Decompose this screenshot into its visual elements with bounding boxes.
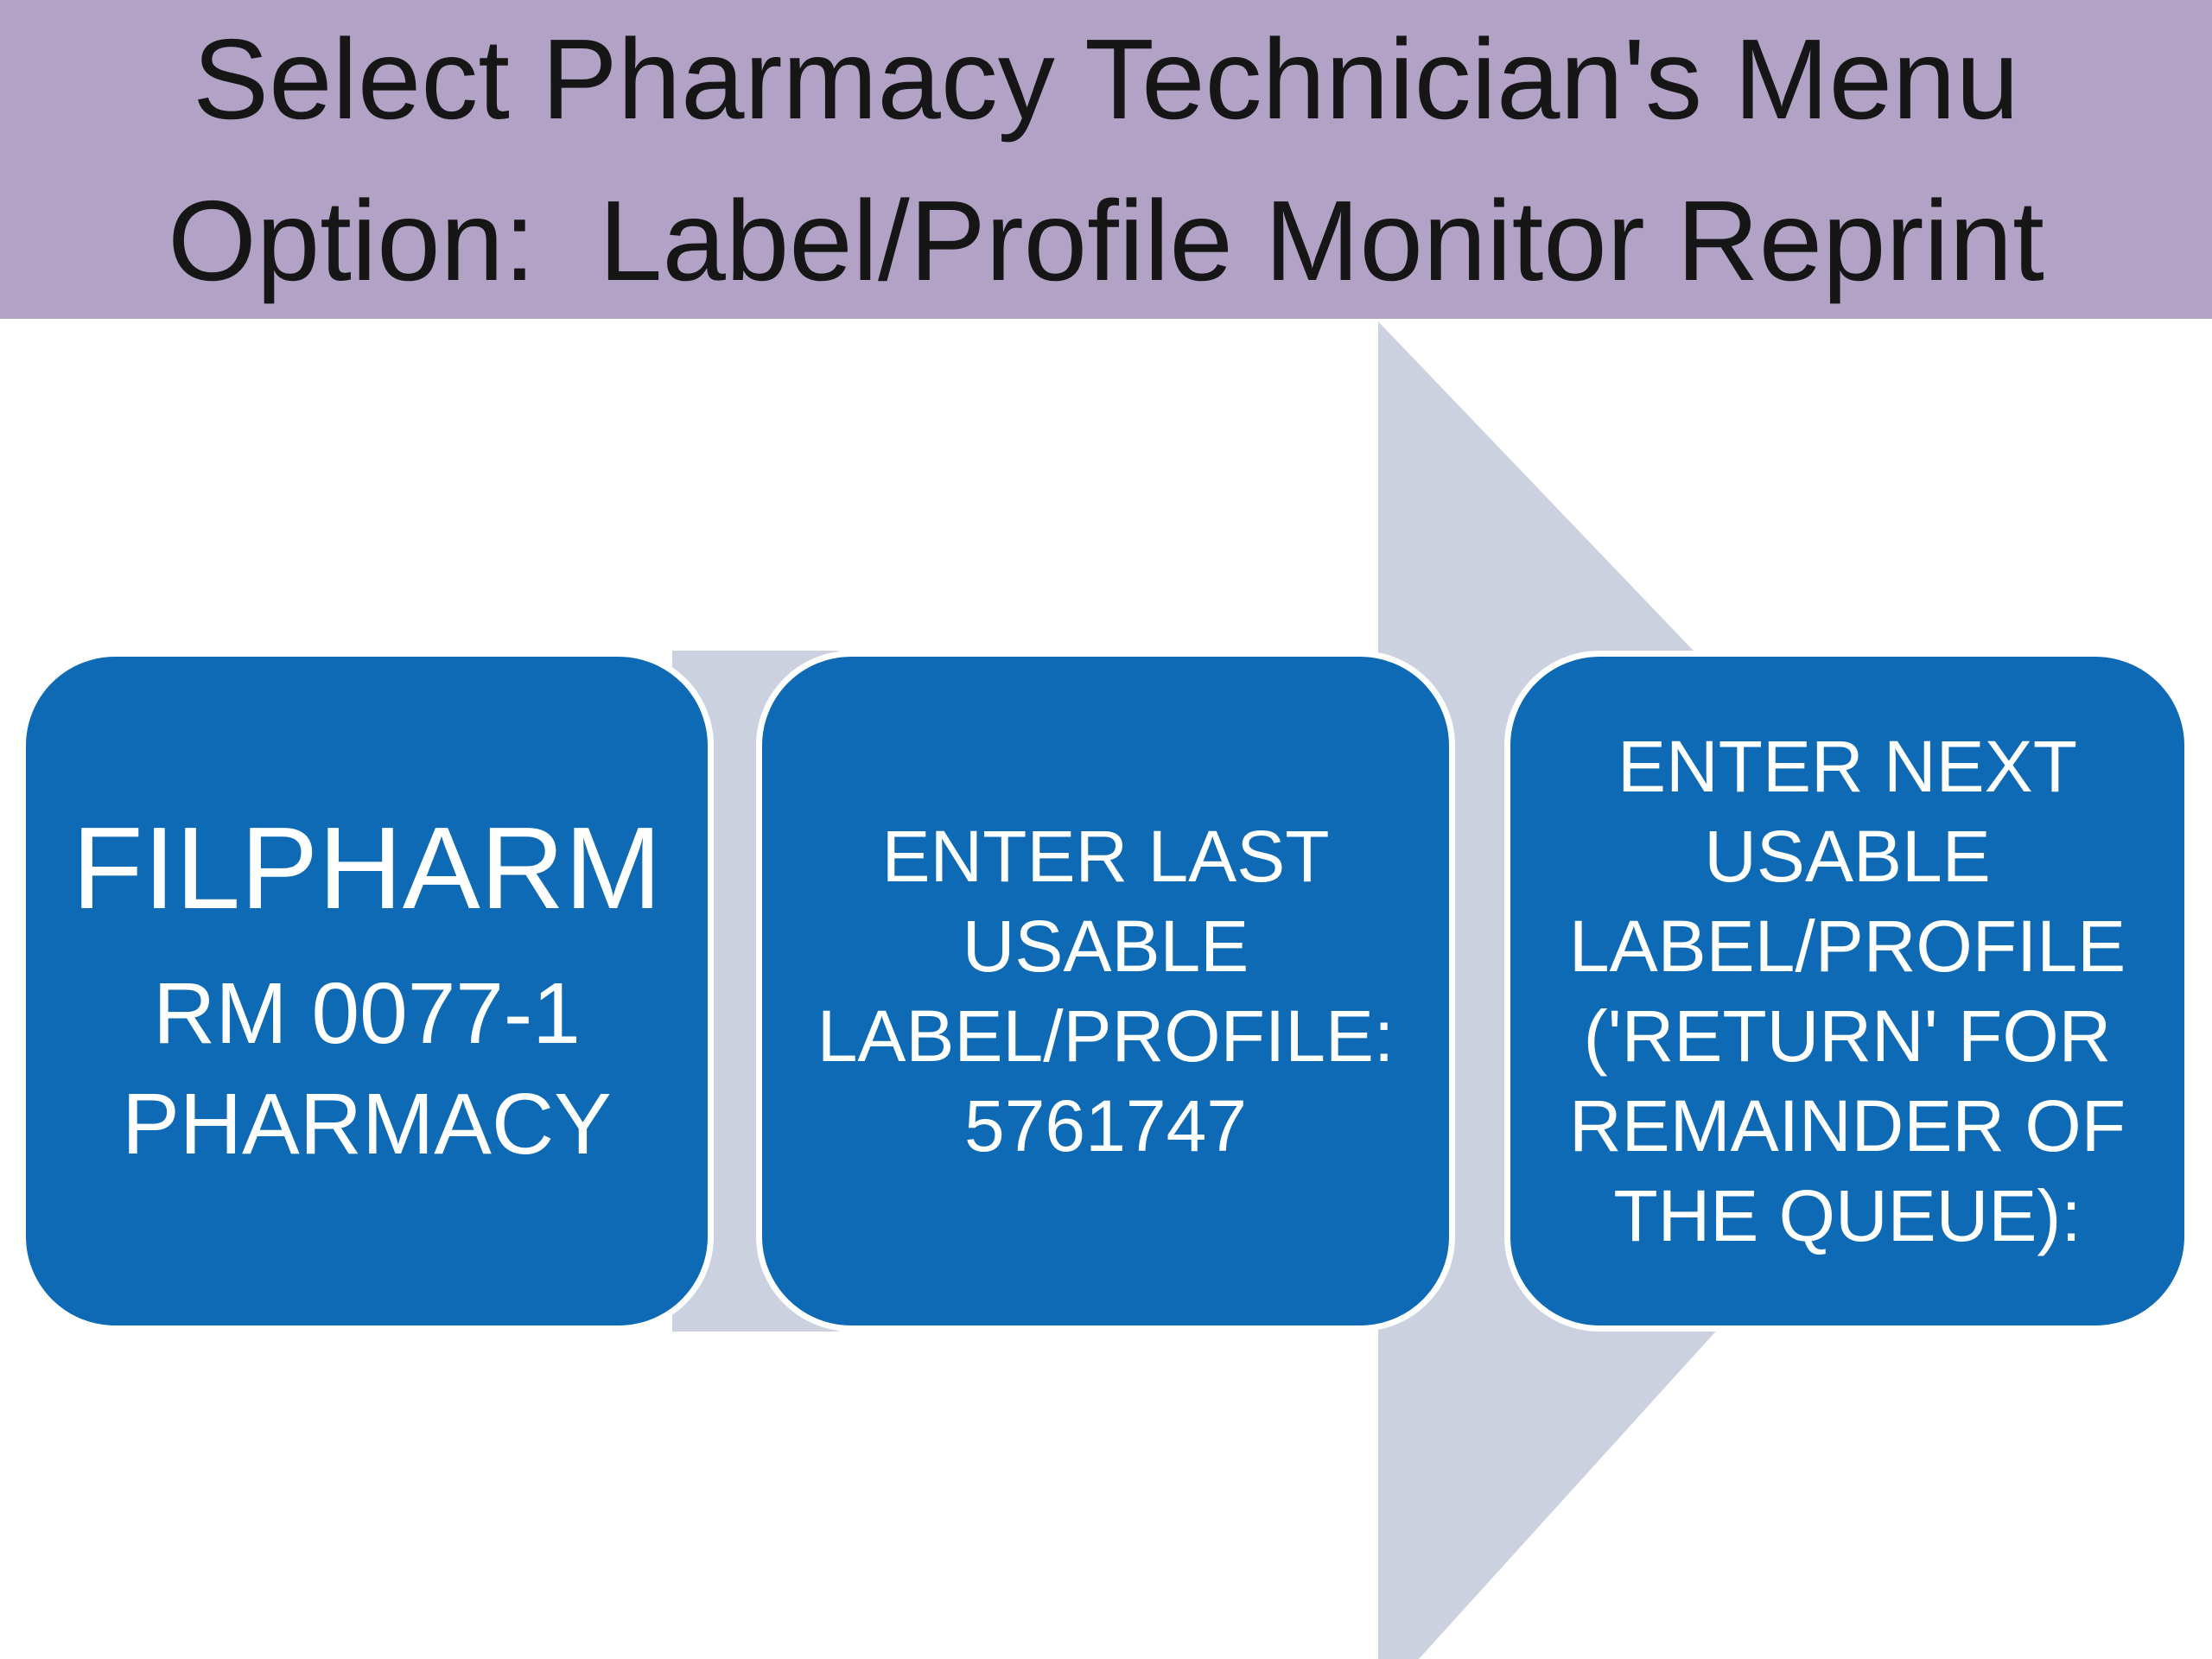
step1-line-2: RM 0077-1: [153, 965, 581, 1062]
step2-line-1: ENTER LAST: [881, 816, 1330, 897]
step2-line-3: LABEL/PROFILE:: [817, 995, 1395, 1077]
step2-line-2: USABLE: [962, 906, 1249, 987]
step3-line-5: REMAINDER OF: [1568, 1085, 2126, 1166]
step3-line-3: LABEL/PROFILE: [1568, 906, 2126, 987]
slide-title-line-2: Option: Label/Profile Monitor Reprint: [168, 176, 2044, 304]
process-step-enter-next: ENTER NEXT USABLE LABEL/PROFILE ('RETURN…: [1504, 651, 2190, 1332]
process-step-filpharm: FILPHARM RM 0077-1 PHARMACY: [20, 651, 714, 1332]
title-banner: Select Pharmacy Technician's Menu Option…: [0, 0, 2212, 319]
step3-line-4: ('RETURN' FOR: [1583, 995, 2112, 1077]
slide-title-line-1: Select Pharmacy Technician's Menu: [193, 15, 2019, 143]
step1-title: FILPHARM: [72, 803, 662, 933]
process-step-enter-last: ENTER LAST USABLE LABEL/PROFILE: 5761747: [756, 651, 1455, 1332]
step3-line-1: ENTER NEXT: [1617, 726, 2078, 807]
step1-line-3: PHARMACY: [122, 1076, 612, 1173]
step2-line-4: 5761747: [963, 1085, 1248, 1166]
step3-line-2: USABLE: [1704, 816, 1991, 897]
step3-line-6: THE QUEUE):: [1613, 1175, 2082, 1256]
